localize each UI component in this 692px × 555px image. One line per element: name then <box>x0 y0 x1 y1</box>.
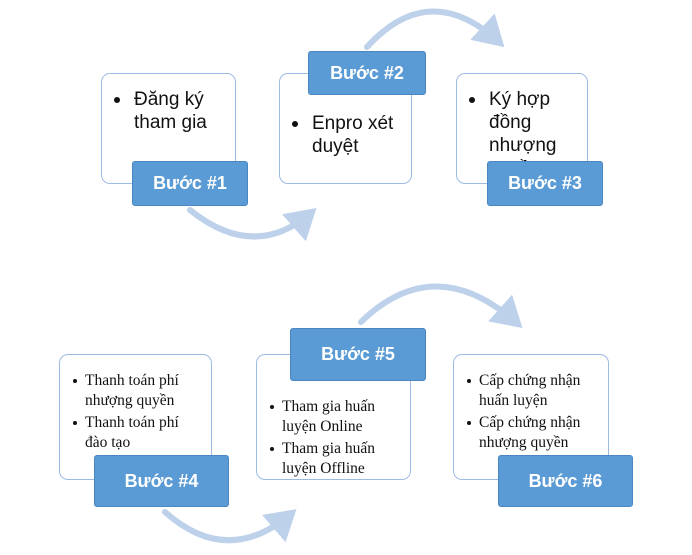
step-2-label: Bước #2 <box>308 51 426 95</box>
arrow-step2-to-step3 <box>364 8 505 50</box>
step-2-bullets: Enpro xét duyệt <box>292 112 405 158</box>
step-4-bullet: Thanh toán phí đào tạo <box>73 413 205 453</box>
step-6-bullet: Cấp chứng nhận nhượng quyền <box>467 413 602 453</box>
step-3-label: Bước #3 <box>487 161 603 206</box>
step-2-bullet: Enpro xét duyệt <box>292 112 405 158</box>
step-5-bullet: Tham gia huấn luyện Online <box>270 397 404 437</box>
step-5-bullet: Tham gia huấn luyện Offline <box>270 439 404 479</box>
step-6-label: Bước #6 <box>498 455 633 507</box>
step-5-label: Bước #5 <box>290 328 426 381</box>
step-1-bullets: Đăng ký tham gia <box>114 88 229 134</box>
step-4-bullets: Thanh toán phí nhượng quyền Thanh toán p… <box>73 371 205 453</box>
step-1-label: Bước #1 <box>132 161 248 206</box>
arrow-step1-to-step2 <box>187 207 317 242</box>
step-4-bullet: Thanh toán phí nhượng quyền <box>73 371 205 411</box>
step-6-bullets: Cấp chứng nhận huấn luyện Cấp chứng nhận… <box>467 371 602 453</box>
step-4-label: Bước #4 <box>94 455 229 507</box>
step-6-bullet: Cấp chứng nhận huấn luyện <box>467 371 602 411</box>
arrow-step4-to-step5 <box>162 509 297 544</box>
step-5-bullets: Tham gia huấn luyện Online Tham gia huấn… <box>270 397 404 479</box>
arrow-step5-to-step6 <box>358 283 523 328</box>
step-1-bullet: Đăng ký tham gia <box>114 88 229 134</box>
